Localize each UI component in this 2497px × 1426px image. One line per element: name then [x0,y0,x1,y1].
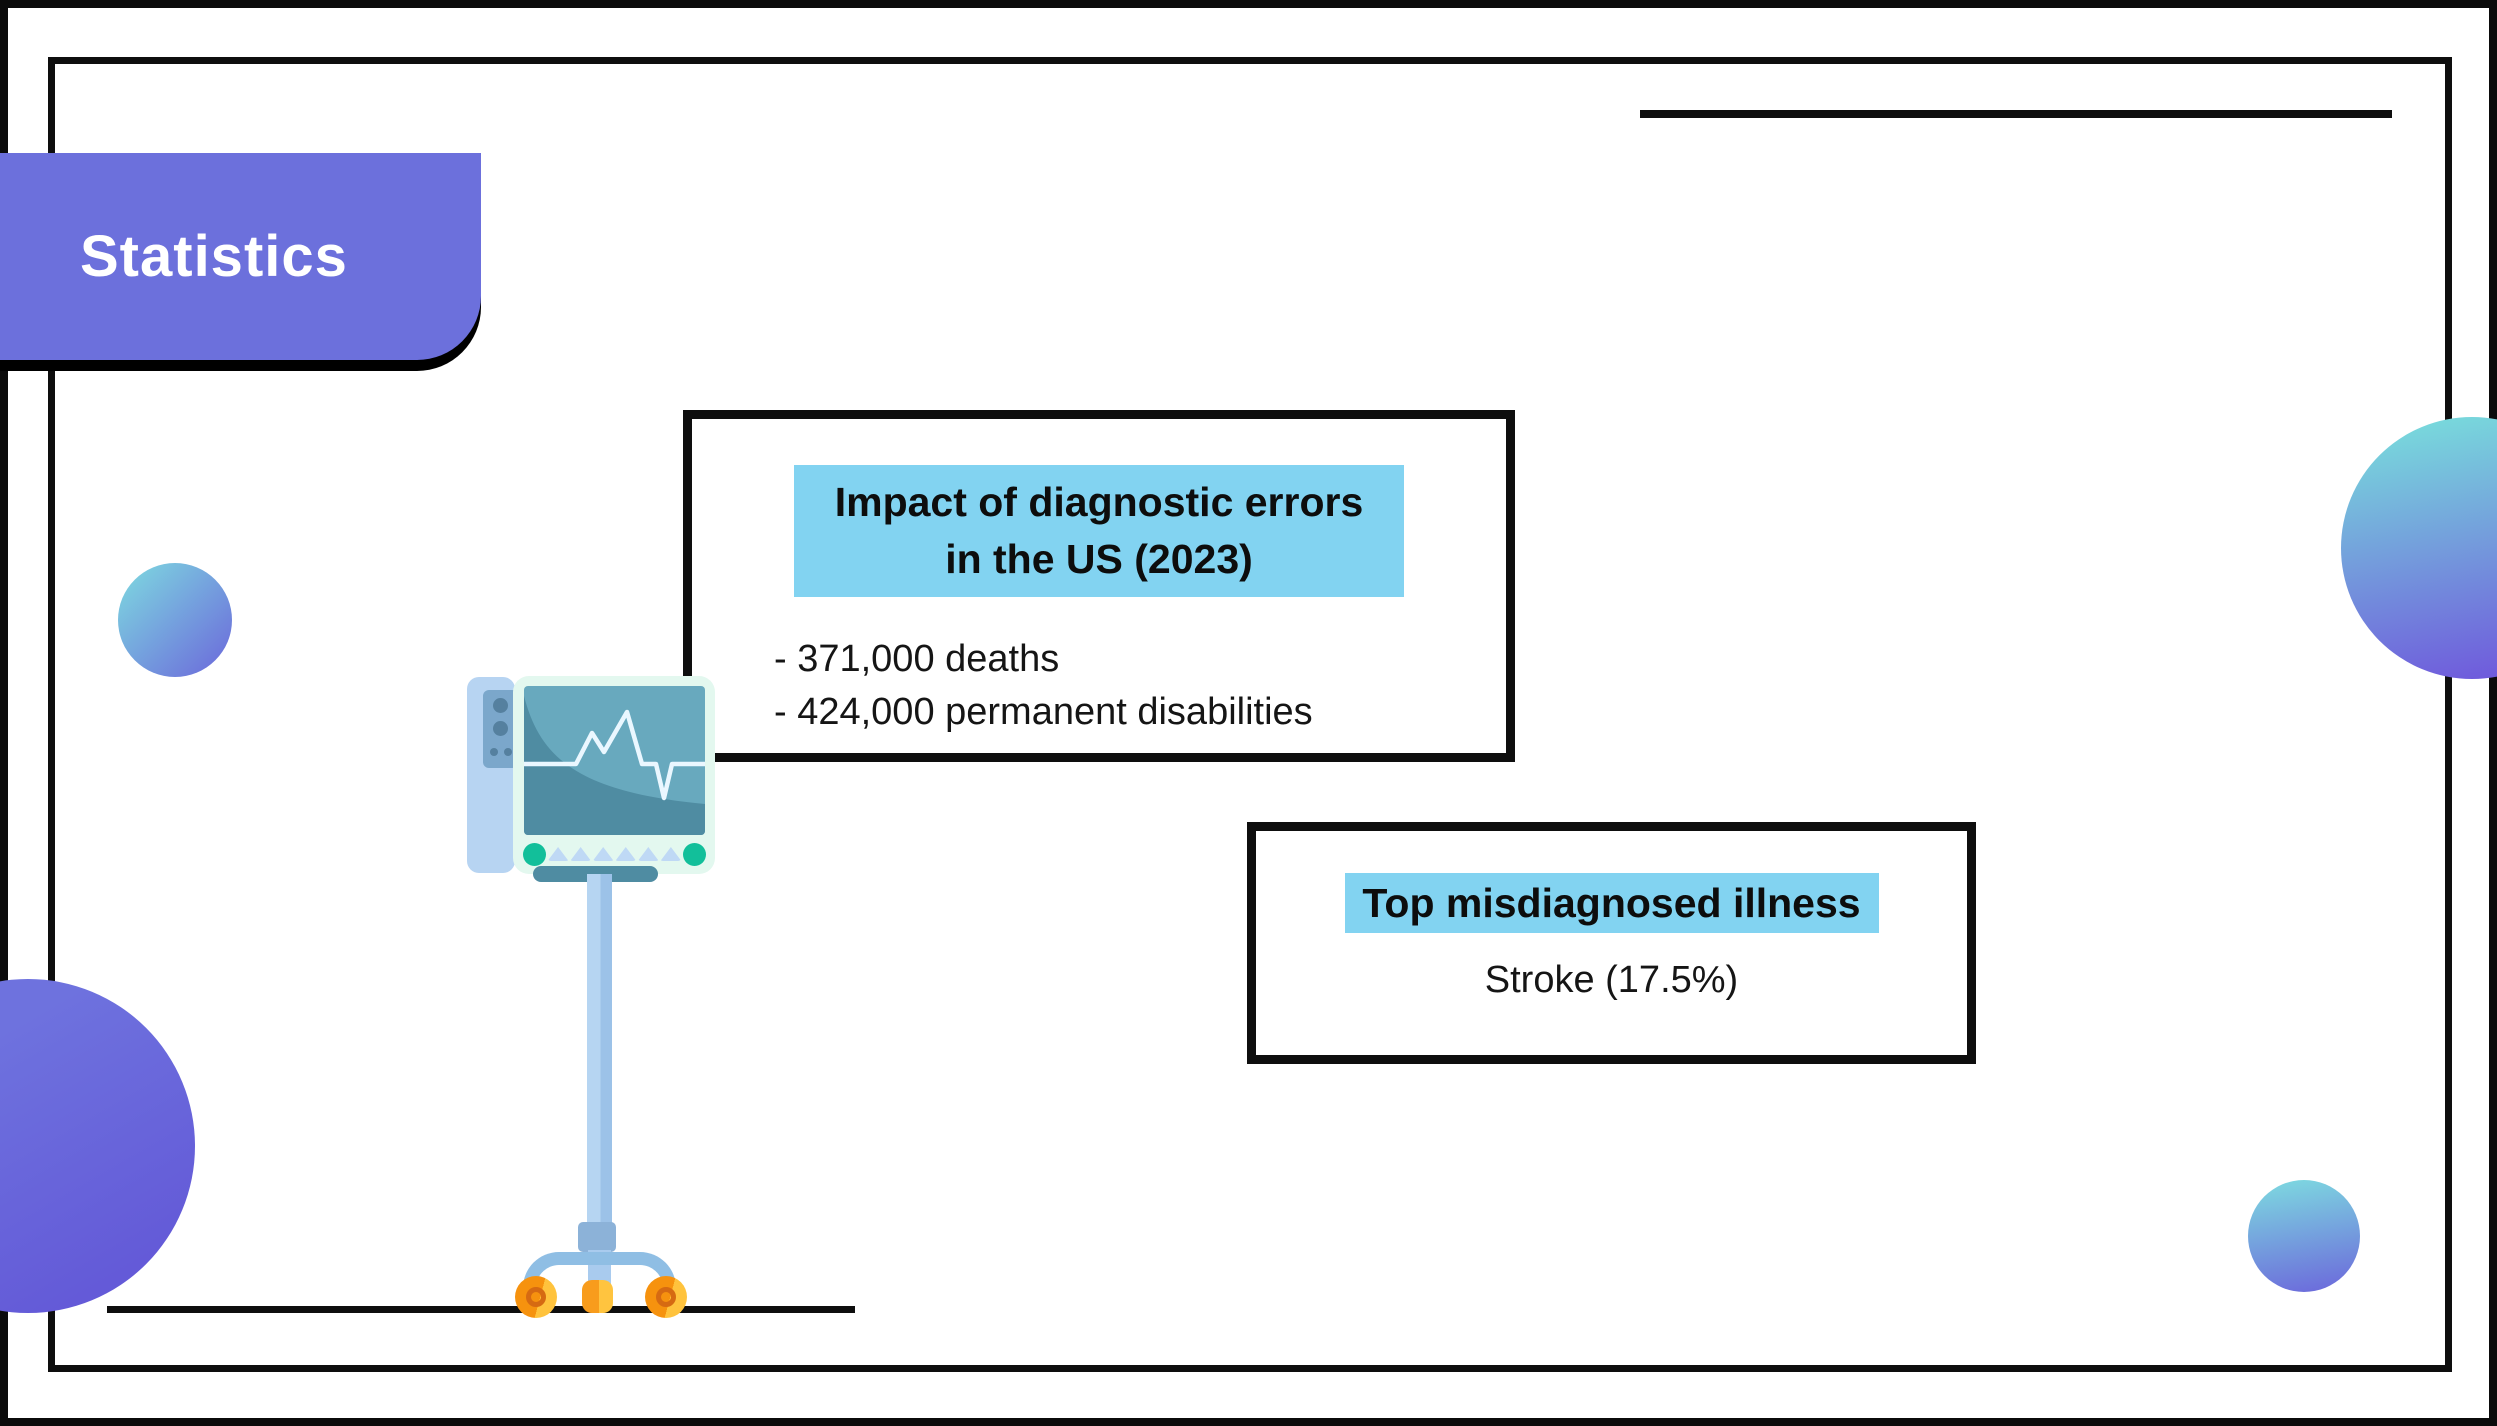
caster-wheel-icon [645,1276,687,1318]
impact-box-heading: Impact of diagnostic errors in the US (2… [794,465,1404,597]
control-knob-icon [493,698,508,713]
triangle-button-icon [592,847,614,861]
triangle-button-icon [570,847,592,861]
vital-signs-monitor-illustration [460,670,720,1330]
green-button-icon [523,842,546,866]
impact-heading-line-2: in the US (2023) [945,536,1253,582]
impact-bullet-disabilities: - 424,000 permanent disabilities [774,691,1313,733]
screen-shade-swoosh [524,696,705,835]
misdiagnosis-box: Top misdiagnosed illness Stroke (17.5%) [1247,822,1976,1064]
ecg-heartbeat-line-icon [524,709,705,801]
wheel-hub-icon [526,1287,546,1307]
misdiagnosis-value: Stroke (17.5%) [1484,959,1739,1001]
inner-frame-border [48,57,2452,1372]
stand-pole [587,874,612,1224]
ground-line [107,1306,855,1313]
impact-bullet-deaths: - 371,000 deaths [774,638,1060,680]
stand-collar [578,1222,616,1252]
decorative-circle-left [118,563,232,677]
decorative-circle-bottom-right [2248,1180,2360,1292]
monitor-body [513,676,715,874]
triangle-button-icon [660,847,682,861]
triangle-button-icon [547,847,569,861]
impact-stats-box: Impact of diagnostic errors in the US (2… [683,410,1515,762]
wheel-hub-icon [656,1287,676,1307]
control-dot-icon [490,748,498,756]
title-tab: Statistics [0,153,481,360]
monitor-button-row [523,842,706,866]
decorative-line-top-right [1640,110,2392,118]
misdiagnosis-heading: Top misdiagnosed illness [1344,873,1879,933]
caster-wheel-icon [515,1276,557,1318]
monitor-screen [524,686,705,835]
impact-bullet-list: - 371,000 deaths - 424,000 permanent dis… [774,633,1506,739]
monitor-control-panel [483,690,518,768]
control-knob-icon [493,721,508,736]
impact-heading-line-1: Impact of diagnostic errors [834,479,1364,525]
control-dot-icon [504,748,512,756]
page-title: Statistics [80,224,348,289]
triangle-button-icon [615,847,637,861]
triangle-button-icon [637,847,659,861]
green-button-icon [682,842,706,866]
monitor-back-panel [467,677,518,873]
caster-wheel-icon [582,1280,613,1313]
